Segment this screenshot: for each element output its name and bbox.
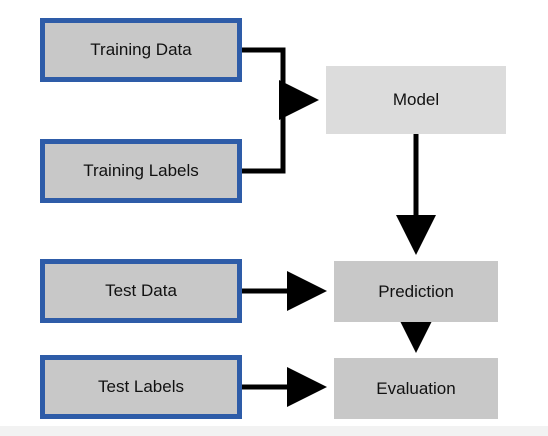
node-training-data: Training Data (40, 18, 242, 82)
node-prediction-label: Prediction (378, 281, 454, 301)
edge-training-labels-to-model (240, 100, 286, 174)
node-model: Model (326, 66, 506, 134)
node-model-label: Model (392, 90, 440, 109)
node-evaluation: Evaluation (334, 358, 498, 419)
node-test-data: Test Data (40, 259, 242, 323)
node-test-labels-label: Test Labels (98, 377, 184, 396)
node-test-labels: Test Labels (40, 355, 242, 419)
bottom-edge-band (0, 426, 548, 436)
node-evaluation-label: Evaluation (376, 378, 456, 398)
node-training-data-label: Training Data (90, 40, 192, 59)
node-prediction: Prediction (334, 261, 498, 322)
edge-training-data-to-model (240, 47, 286, 100)
node-training-labels: Training Labels (40, 139, 242, 203)
node-training-labels-label: Training Labels (83, 161, 199, 180)
node-test-data-label: Test Data (105, 281, 177, 300)
